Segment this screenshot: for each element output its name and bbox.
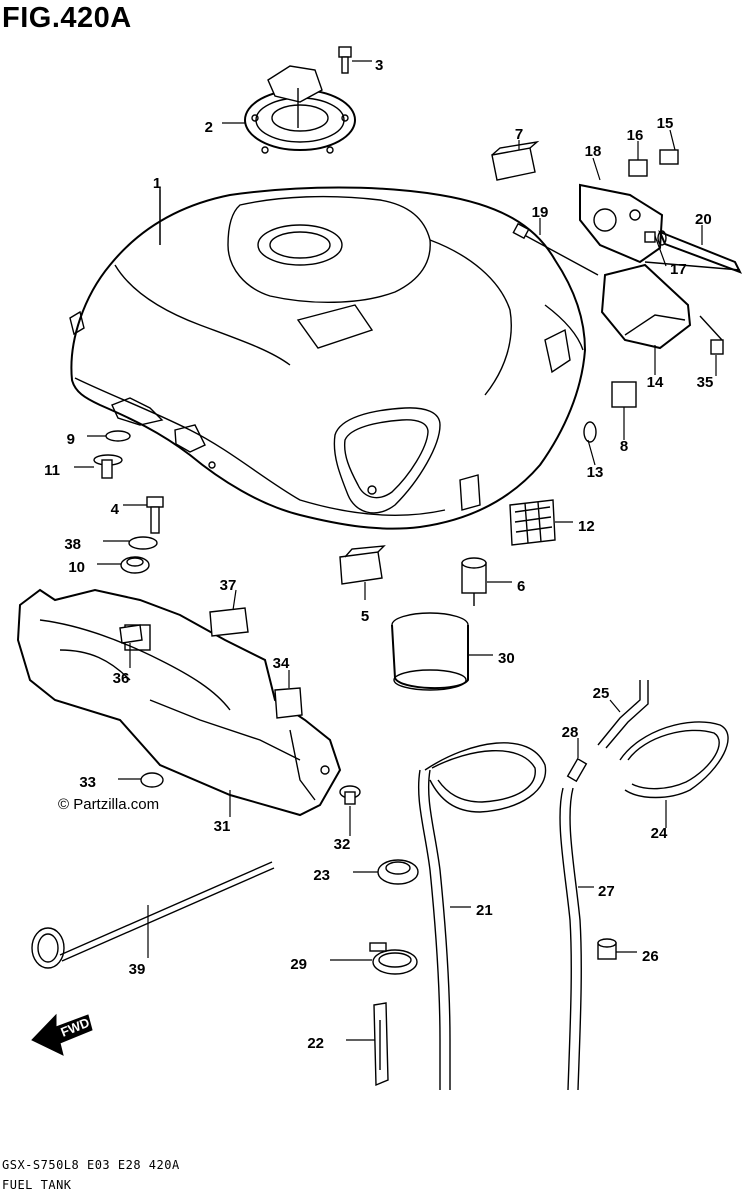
bolt-part-4[interactable] bbox=[146, 496, 164, 534]
leader-line-18 bbox=[592, 157, 601, 181]
grommet-part-9[interactable] bbox=[105, 430, 131, 442]
callout-23[interactable]: 23 bbox=[313, 867, 330, 884]
washer-part-38[interactable] bbox=[128, 536, 158, 550]
fuel-tank-part[interactable] bbox=[69, 186, 587, 530]
label-part-37[interactable] bbox=[209, 607, 249, 637]
collar-part-11[interactable] bbox=[93, 454, 123, 479]
callout-17[interactable]: 17 bbox=[670, 261, 687, 278]
callout-33[interactable]: 33 bbox=[79, 774, 96, 791]
leader-line-37 bbox=[232, 589, 237, 611]
leader-line-13 bbox=[587, 439, 596, 466]
callout-2[interactable]: 2 bbox=[205, 119, 213, 136]
leader-line-15 bbox=[669, 129, 676, 151]
callout-39[interactable]: 39 bbox=[129, 961, 146, 978]
clamp-part-29[interactable] bbox=[369, 942, 418, 975]
rod-part-39[interactable] bbox=[31, 861, 275, 969]
callout-3[interactable]: 3 bbox=[375, 57, 383, 74]
callout-25[interactable]: 25 bbox=[593, 685, 610, 702]
callout-14[interactable]: 14 bbox=[647, 374, 664, 391]
joint-part-28[interactable] bbox=[566, 757, 588, 783]
callout-18[interactable]: 18 bbox=[585, 143, 602, 160]
copyright-notice: © Partzilla.com bbox=[58, 796, 160, 813]
fuel-cap-part[interactable] bbox=[244, 65, 356, 154]
cap-part-26[interactable] bbox=[597, 938, 617, 960]
callout-22[interactable]: 22 bbox=[307, 1035, 324, 1052]
clip-part-13[interactable] bbox=[583, 421, 597, 443]
callout-9[interactable]: 9 bbox=[67, 431, 75, 448]
bolt-part[interactable] bbox=[338, 46, 352, 74]
callout-19[interactable]: 19 bbox=[532, 204, 549, 221]
leader-line-25 bbox=[609, 699, 621, 713]
callout-6[interactable]: 6 bbox=[517, 578, 525, 595]
clamp-part-23[interactable] bbox=[377, 859, 419, 885]
cushion-part-5[interactable] bbox=[339, 545, 386, 585]
label-part-36[interactable] bbox=[119, 624, 143, 644]
label-part-34[interactable] bbox=[274, 687, 303, 719]
bracket-assembly-part[interactable] bbox=[512, 149, 743, 355]
forward-arrow-icon: FWD bbox=[31, 1013, 93, 1056]
mesh-part-12[interactable] bbox=[509, 499, 556, 546]
callout-36[interactable]: 36 bbox=[113, 670, 130, 687]
section-name: FUEL TANK bbox=[2, 1178, 72, 1192]
callout-15[interactable]: 15 bbox=[657, 115, 674, 132]
callout-1[interactable]: 1 bbox=[153, 175, 161, 192]
cushion-part-8[interactable] bbox=[611, 381, 637, 408]
callout-7[interactable]: 7 bbox=[515, 126, 523, 143]
leader-line-17 bbox=[654, 235, 667, 267]
callout-30[interactable]: 30 bbox=[498, 650, 515, 667]
callout-32[interactable]: 32 bbox=[334, 836, 351, 853]
callout-38[interactable]: 38 bbox=[64, 536, 81, 553]
callout-37[interactable]: 37 bbox=[220, 577, 237, 594]
callout-4[interactable]: 4 bbox=[111, 501, 120, 518]
cushion-part-7[interactable] bbox=[491, 140, 540, 181]
callout-20[interactable]: 20 bbox=[695, 211, 712, 228]
figure-title: FIG.420A bbox=[2, 2, 132, 34]
callout-8[interactable]: 8 bbox=[620, 438, 628, 455]
callout-12[interactable]: 12 bbox=[578, 518, 595, 535]
callout-16[interactable]: 16 bbox=[627, 127, 644, 144]
pipe-part-6[interactable] bbox=[461, 557, 487, 606]
hose-part-21[interactable] bbox=[417, 742, 547, 1090]
grommet-part-10[interactable] bbox=[120, 556, 150, 574]
callout-5[interactable]: 5 bbox=[361, 608, 369, 625]
clip-part-32[interactable] bbox=[339, 785, 361, 805]
holder-part-22[interactable] bbox=[373, 1002, 389, 1087]
hose-part-27[interactable] bbox=[559, 787, 582, 1091]
frame-cover-part[interactable] bbox=[16, 588, 342, 817]
callout-35[interactable]: 35 bbox=[697, 374, 714, 391]
hose-part-25[interactable] bbox=[597, 680, 649, 749]
protector-part-30[interactable] bbox=[391, 612, 469, 691]
hose-part-24[interactable] bbox=[619, 721, 729, 799]
callout-27[interactable]: 27 bbox=[598, 883, 615, 900]
callout-21[interactable]: 21 bbox=[476, 902, 493, 919]
callout-26[interactable]: 26 bbox=[642, 948, 659, 965]
model-line: GSX-S750L8 E03 E28 420A bbox=[2, 1158, 180, 1172]
callout-10[interactable]: 10 bbox=[68, 559, 85, 576]
callout-31[interactable]: 31 bbox=[214, 818, 231, 835]
callout-24[interactable]: 24 bbox=[651, 825, 668, 842]
cushion-part-33[interactable] bbox=[140, 772, 164, 788]
callout-28[interactable]: 28 bbox=[562, 724, 579, 741]
callout-13[interactable]: 13 bbox=[587, 464, 604, 481]
callout-29[interactable]: 29 bbox=[290, 956, 307, 973]
callout-11[interactable]: 11 bbox=[44, 462, 60, 479]
callout-34[interactable]: 34 bbox=[273, 655, 290, 672]
